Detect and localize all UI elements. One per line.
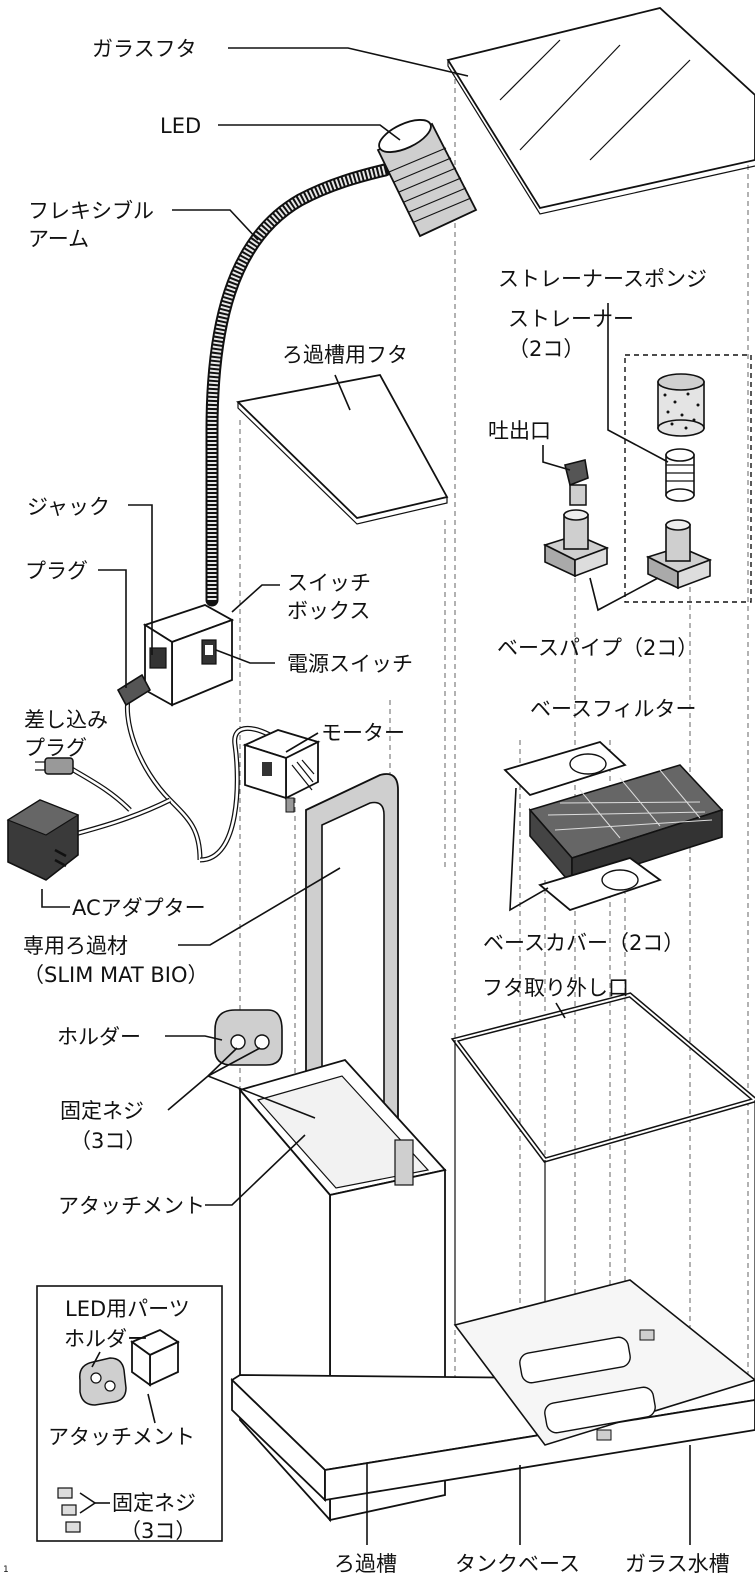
label-motor: モーター xyxy=(321,721,405,745)
inset-title: LED用パーツ xyxy=(65,1297,190,1321)
page-mark: 1 xyxy=(3,1565,9,1575)
label-base-pipe: ベースパイプ（2コ） xyxy=(497,636,698,660)
switch-box xyxy=(142,604,235,707)
label-switch-box-line1: スイッチ xyxy=(287,571,371,595)
label-glass-tank: ガラス水槽 xyxy=(625,1552,730,1575)
label-tank-base: タンクベース xyxy=(455,1552,580,1575)
strainer xyxy=(665,448,695,502)
led-parts-inset xyxy=(36,1285,223,1542)
label-led: LED xyxy=(160,114,201,138)
label-switch-box-line2: ボックス xyxy=(287,599,370,623)
inset-fixing-screw-line2: （3コ） xyxy=(120,1519,196,1543)
label-ac-adapter: ACアダプター xyxy=(72,896,206,920)
label-fixing-screw-line2: （3コ） xyxy=(70,1129,146,1153)
label-attachment: アタッチメント xyxy=(58,1194,205,1218)
labels: ガラスフタ LED フレキシブル アーム ストレーナースポンジ ストレーナー （… xyxy=(3,37,730,1575)
label-base-cover: ベースカバー（2コ） xyxy=(483,931,684,955)
label-strainer-sponge: ストレーナースポンジ xyxy=(498,267,707,291)
filter-tank-lid xyxy=(236,373,449,525)
holder-part xyxy=(214,1009,283,1066)
label-filter-tank-lid: ろ過槽用フタ xyxy=(282,343,408,367)
led-arm xyxy=(205,163,392,607)
label-fixing-screw-line1: 固定ネジ xyxy=(60,1099,144,1123)
label-holder: ホルダー xyxy=(57,1025,141,1049)
label-strainer-line2: （2コ） xyxy=(508,337,584,361)
label-strainer-line1: ストレーナー xyxy=(508,307,634,331)
label-filter-media-line1: 専用ろ過材 xyxy=(23,934,128,958)
label-filter-media-line2: （SLIM MAT BIO） xyxy=(23,963,209,987)
leader-lines xyxy=(41,47,691,1545)
inset-holder-label: ホルダー xyxy=(64,1327,148,1351)
led-light xyxy=(376,119,478,238)
glass-lid xyxy=(446,7,755,215)
label-insert-plug-line2: プラグ xyxy=(24,736,87,760)
base-cover-bottom xyxy=(538,857,662,912)
jack-plug xyxy=(116,673,152,707)
label-flexible-arm-line1: フレキシブル xyxy=(28,199,154,223)
inset-fixing-screw-line1: 固定ネジ xyxy=(112,1491,196,1515)
strainer-group-box xyxy=(624,354,752,603)
ac-adapter xyxy=(6,799,80,881)
base-pipe-right xyxy=(645,519,713,590)
strainer-sponge xyxy=(657,373,705,437)
glass-tank xyxy=(450,992,755,1446)
label-insert-plug-line1: 差し込み xyxy=(24,708,108,732)
label-lid-removal: フタ取り外し口 xyxy=(482,976,629,1000)
inset-attachment-label: アタッチメント xyxy=(48,1425,195,1449)
base-cover-top xyxy=(503,740,627,797)
label-power-switch: 電源スイッチ xyxy=(287,652,413,676)
label-flexible-arm-line2: アーム xyxy=(28,227,89,251)
label-base-filter: ベースフィルター xyxy=(530,697,697,721)
label-filter-tank: ろ過槽 xyxy=(334,1552,397,1575)
label-glass-lid: ガラスフタ xyxy=(92,37,197,61)
motor xyxy=(242,729,321,813)
label-jack: ジャック xyxy=(27,495,110,519)
insert-plug xyxy=(35,757,74,775)
label-outlet: 吐出口 xyxy=(488,419,551,443)
base-pipe-left xyxy=(542,509,610,578)
outlet-part xyxy=(564,459,589,506)
label-plug: プラグ xyxy=(25,559,88,583)
